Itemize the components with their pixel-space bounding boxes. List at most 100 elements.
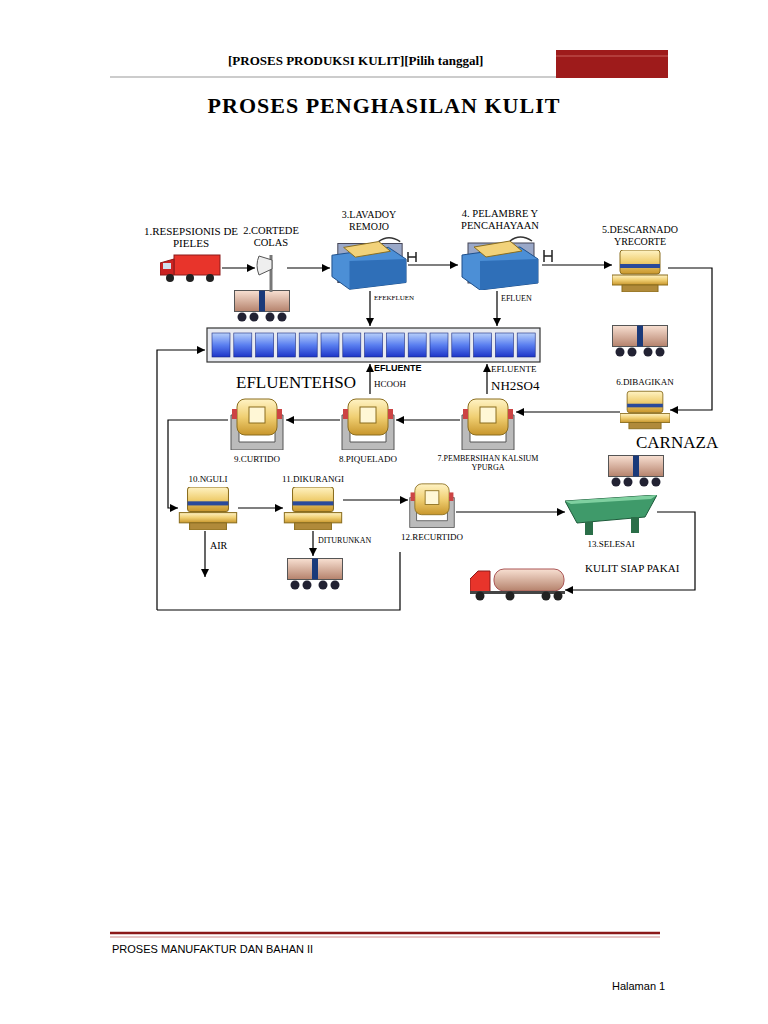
step-label: 12.RECURTIDO: [392, 532, 472, 542]
tank-cell: [517, 333, 535, 357]
text-label: AIR: [210, 540, 227, 552]
text-label: EFLUENTE: [374, 363, 422, 373]
illustration-part: [110, 932, 660, 935]
process-step: 11.DIKURANGI: [283, 487, 343, 530]
step-icon: [228, 395, 286, 450]
flow-arrow: [668, 268, 712, 410]
text-label: EFLUENTEHSO: [236, 373, 356, 393]
text-label: EFEKFLUEN: [374, 294, 414, 302]
illustration-part: [556, 56, 668, 57]
step-icon: [620, 390, 670, 430]
step-icon-shape: [160, 255, 220, 282]
illustration-part: [207, 328, 540, 362]
step-icon-shape: [231, 399, 283, 450]
process-step: 3.LAVADOY REMOJO: [330, 235, 408, 290]
illustration-part: [288, 559, 343, 590]
step-icon: [460, 395, 516, 450]
illustration-part: [486, 364, 487, 394]
process-step: 2.CORTEDE COLAS: [255, 252, 287, 292]
step-label: 4. PELAMBRE Y PENCAHAYAAN: [448, 208, 553, 232]
effluent-lines: [157, 291, 497, 610]
illustration-part: [204, 531, 205, 577]
flow-arrow: [542, 264, 612, 265]
step-label: 8.PIQUELADO: [328, 454, 408, 464]
illustration-part: [556, 50, 668, 78]
process-step: 4. PELAMBRE Y PENCAHAYAAN: [458, 235, 542, 290]
step-label: 10.NGULI: [173, 474, 243, 484]
step-icon-shape: [470, 569, 565, 601]
step-label: 9.CURTIDO: [217, 454, 297, 464]
text-label: Halaman 1: [612, 980, 665, 993]
step-icon: [340, 395, 396, 450]
flow-arrow: [408, 264, 458, 265]
illustration-part: [110, 77, 556, 78]
page-frame: [110, 50, 668, 937]
tank-cell: [365, 333, 383, 357]
text-label: NH2SO4: [491, 379, 539, 394]
flow-arrow: [456, 511, 565, 512]
text-label: EFLUEN: [501, 294, 532, 303]
step-label: 11.DIKURANGI: [271, 474, 355, 484]
step-icon-shape: [332, 238, 406, 290]
step-icon-shape: [612, 250, 668, 292]
flow-arrow: [222, 267, 255, 268]
tank-cell: [256, 333, 274, 357]
step-icon-shape: [462, 237, 538, 290]
illustration-part: [235, 291, 290, 322]
tank-cell: [321, 333, 339, 357]
step-icon: [470, 565, 565, 601]
process-step: 6.DIBAGIKAN: [620, 390, 670, 430]
step-label: 6.DIBAGIKAN: [605, 377, 685, 387]
process-step: KULIT SIAP PAKAI: [470, 565, 565, 601]
flow-arrow: [238, 507, 283, 508]
tank-cell: [343, 333, 361, 357]
step-icon: [330, 235, 408, 290]
step-label: 2.CORTEDE COLAS: [238, 225, 304, 249]
tank-cell: [430, 333, 448, 357]
step-icon-shape: [179, 487, 236, 530]
step-label: 7.PEMBERSIHAN KALSIUM YPURGA: [432, 454, 544, 472]
step-icon-shape: [620, 391, 670, 429]
process-step: 12.RECURTIDO: [408, 480, 456, 528]
text-label: PROSES MANUFAKTUR DAN BAHAN II: [112, 943, 313, 956]
illustration-part: [544, 250, 552, 262]
tank-cell: [495, 333, 513, 357]
illustration-part: [496, 291, 497, 326]
illustration-part: [110, 937, 660, 938]
illustration-part: [369, 291, 370, 326]
flow-arrow: [565, 512, 695, 590]
step-label: 3.LAVADOY REMOJO: [333, 209, 405, 232]
flow-arrow: [396, 419, 460, 420]
step-label: 1.RESEPSIONIS DE PIELES: [144, 225, 239, 250]
step-label: 5.DESCARNADO YRECORTE: [594, 224, 686, 247]
step-icon-shape: [410, 484, 455, 528]
process-step: 9.CURTIDO: [228, 395, 286, 450]
illustration-part: [369, 364, 370, 394]
step-icon: [612, 250, 668, 292]
step-icon: [283, 487, 343, 530]
waste-wagons: [235, 291, 668, 590]
step-icon: [178, 487, 238, 530]
text-label: DITURUNKAN: [318, 536, 371, 545]
tank-cell: [452, 333, 470, 357]
step-icon: [160, 253, 222, 283]
step-icon: [255, 252, 287, 292]
process-step: 5.DESCARNADO YRECORTE: [612, 250, 668, 292]
tank-cell: [408, 333, 426, 357]
process-step: 10.NGULI: [178, 487, 238, 530]
tank-cell: [386, 333, 404, 357]
flow-arrow: [286, 419, 340, 420]
tank-cell: [212, 333, 230, 357]
process-step: 7.PEMBERSIHAN KALSIUM YPURGA: [460, 395, 516, 450]
text-label: CARNAZA: [636, 433, 718, 453]
text-label: [PROSES PRODUKSI KULIT][Pilih tanggal]: [228, 54, 483, 69]
step-icon: [565, 495, 657, 535]
step-icon: [408, 480, 456, 528]
step-label: 13.SELESAI: [571, 539, 651, 549]
tank-cell: [277, 333, 295, 357]
step-icon-shape: [342, 399, 394, 450]
illustration-part: [408, 252, 416, 262]
effluent-tank: [207, 328, 540, 362]
